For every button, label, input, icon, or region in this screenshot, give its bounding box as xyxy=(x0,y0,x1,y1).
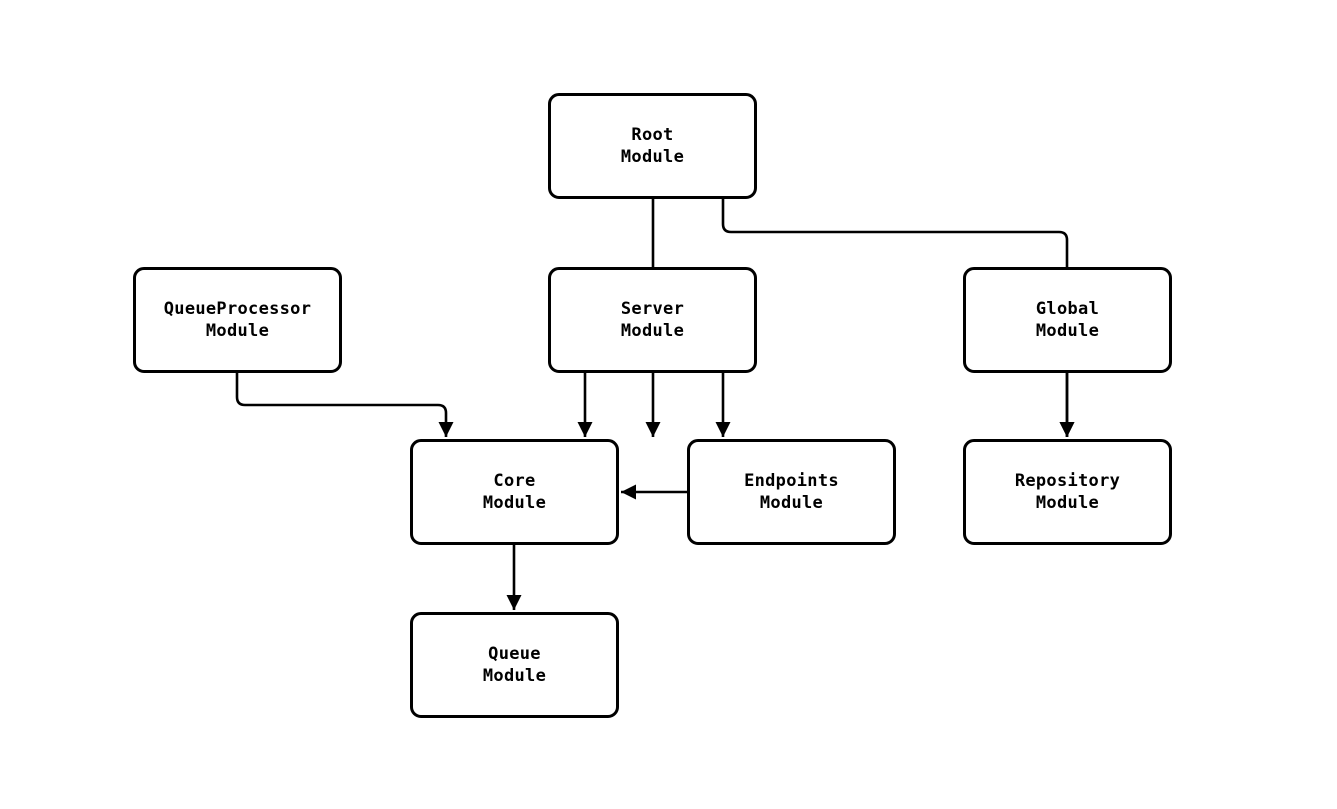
node-root-module[interactable]: Root Module xyxy=(548,93,757,199)
node-global-module-label: Global Module xyxy=(1035,298,1100,341)
node-core-module[interactable]: Core Module xyxy=(410,439,619,545)
node-server-module[interactable]: Server Module xyxy=(548,267,757,373)
node-queueprocessor-module[interactable]: QueueProcessor Module xyxy=(133,267,342,373)
node-repository-module-label: Repository Module xyxy=(1014,470,1121,513)
edge-queue_processor-to-core xyxy=(235,373,454,437)
node-server-module-label: Server Module xyxy=(620,298,685,341)
node-endpoints-module[interactable]: Endpoints Module xyxy=(687,439,896,545)
node-core-module-label: Core Module xyxy=(482,470,547,513)
node-endpoints-module-label: Endpoints Module xyxy=(744,470,839,513)
node-queue-module-label: Queue Module xyxy=(482,643,547,686)
node-repository-module[interactable]: Repository Module xyxy=(963,439,1172,545)
node-queueprocessor-module-label: QueueProcessor Module xyxy=(163,298,312,341)
node-global-module[interactable]: Global Module xyxy=(963,267,1172,373)
node-queue-module[interactable]: Queue Module xyxy=(410,612,619,718)
node-root-module-label: Root Module xyxy=(620,124,685,167)
